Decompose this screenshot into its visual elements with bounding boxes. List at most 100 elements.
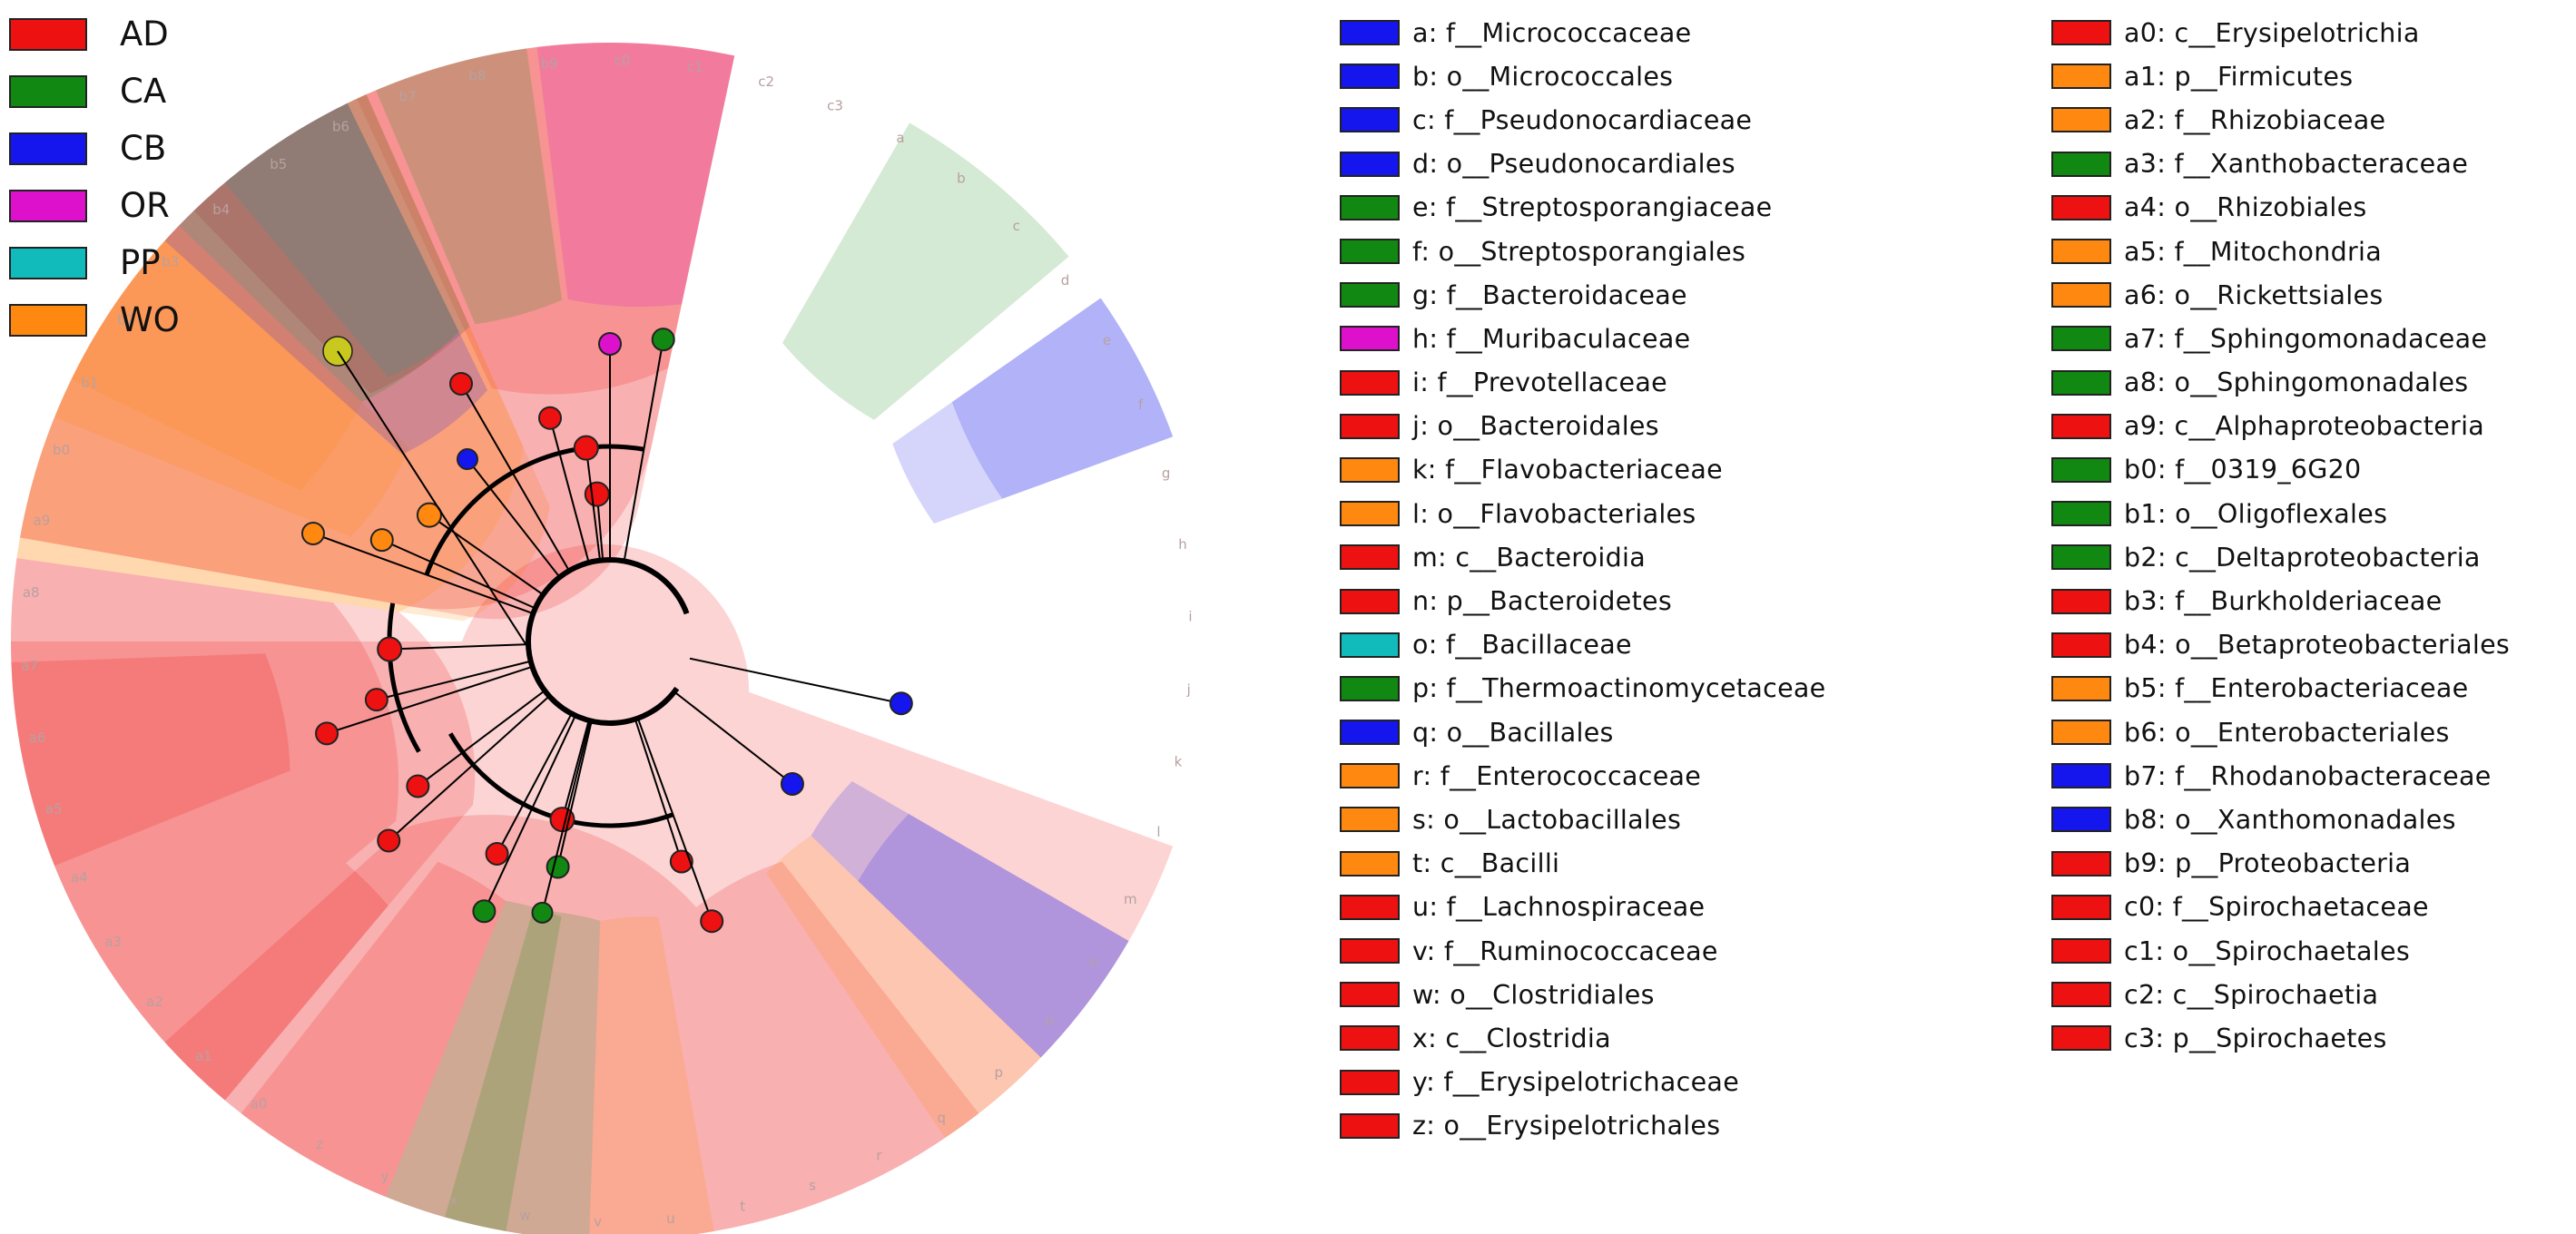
node-w <box>364 688 388 712</box>
taxa-color-swatch <box>1340 938 1400 965</box>
taxa-legend-item-a4: a4: o__Rhizobiales <box>2051 186 2510 230</box>
group-color-swatch <box>9 303 87 337</box>
taxa-color-swatch <box>2051 501 2111 527</box>
taxa-label: p: f__Thermoactinomycetaceae <box>1412 673 1826 704</box>
taxa-color-swatch <box>1340 456 1400 483</box>
sector-letter-e: e <box>1103 332 1111 348</box>
taxa-color-swatch <box>2051 938 2111 965</box>
taxa-label: a5: f__Mitochondria <box>2124 236 2383 267</box>
clade-shade-b6 <box>766 835 1041 1139</box>
taxa-color-swatch <box>1340 850 1400 877</box>
sector-letter-a1: a1 <box>195 1048 212 1064</box>
taxa-legend-item-d: d: o__Pseudonocardiales <box>1340 142 1826 186</box>
taxa-label: c3: p__Spirochaetes <box>2124 1023 2387 1053</box>
branch-b3 <box>636 718 713 922</box>
taxa-label: y: f__Erysipelotrichaceae <box>1412 1067 1740 1098</box>
taxa-label: v: f__Ruminococcaceae <box>1412 935 1718 966</box>
taxa-legend-item-l: l: o__Flavobacteriales <box>1340 492 1826 535</box>
group-legend-item-cb: CB <box>9 120 180 177</box>
clade-shade-b2 <box>385 900 562 1231</box>
clade-shade-a4 <box>241 861 506 1197</box>
taxa-legend-item-b6: b6: o__Enterobacteriales <box>2051 710 2510 754</box>
taxa-legend-item-a3: a3: f__Xanthobacteraceae <box>2051 142 2510 186</box>
clade-shade-t <box>16 94 524 612</box>
branch-g <box>623 338 664 562</box>
taxa-color-swatch <box>1340 632 1400 658</box>
taxa-legend-item-b5: b5: f__Enterobacteriaceae <box>2051 667 2510 710</box>
branch-a4 <box>496 712 573 855</box>
clade-shade-x <box>10 558 476 1101</box>
cladogram: abcdefghijklmnopqrstuvwxyza0a1a2a3a4a5a6… <box>10 42 1193 1234</box>
branch-b4 <box>634 719 683 862</box>
clade-shade-d <box>892 298 1174 524</box>
taxa-legend-item-c1: c1: o__Spirochaetales <box>2051 929 2510 973</box>
taxa-label: l: o__Flavobacteriales <box>1412 498 1696 529</box>
group-color-swatch <box>9 17 87 51</box>
taxa-label: t: c__Bacilli <box>1412 848 1560 879</box>
taxa-label: b1: o__Oligoflexales <box>2124 498 2388 529</box>
branch-m <box>585 447 602 561</box>
taxa-legend-item-w: w: o__Clostridiales <box>1340 973 1826 1016</box>
sector-letter-a9: a9 <box>34 512 51 528</box>
sector-letter-b8: b8 <box>468 67 486 83</box>
taxa-legend-item-c: c: f__Pseudonocardiaceae <box>1340 98 1826 142</box>
taxa-legend-item-j: j: o__Bacteroidales <box>1340 405 1826 448</box>
clade-shade-s <box>54 225 409 537</box>
clade-shade-b8 <box>811 781 1129 1058</box>
taxa-color-swatch <box>2051 194 2111 220</box>
taxa-legend-item-a0: a0: c__Erysipelotrichia <box>2051 11 2510 54</box>
taxa-label: c2: c__Spirochaetia <box>2124 979 2379 1010</box>
taxa-color-swatch <box>1340 239 1400 265</box>
taxa-legend-item-u: u: f__Lachnospiraceae <box>1340 886 1826 929</box>
root-ring-arc <box>526 557 690 726</box>
taxa-label: c: f__Pseudonocardiaceae <box>1412 104 1753 135</box>
branch-root <box>337 350 530 650</box>
taxa-legend-item-a9: a9: c__Alphaproteobacteria <box>2051 405 2510 448</box>
sector-letter-r: r <box>876 1148 882 1164</box>
sector-letter-a6: a6 <box>29 730 46 746</box>
node-a <box>889 691 913 716</box>
taxa-legend-item-b8: b8: o__Xanthomonadales <box>2051 798 2510 841</box>
group-label: AD <box>120 15 169 54</box>
taxa-color-swatch <box>1340 20 1400 46</box>
taxa-legend-item-z: z: o__Erysipelotrichales <box>1340 1104 1826 1148</box>
branch-t <box>428 514 544 596</box>
clade-shade-w <box>10 558 399 1027</box>
taxa-label: a1: p__Firmicutes <box>2124 61 2354 92</box>
node-r <box>300 521 325 545</box>
sector-letter-b7: b7 <box>398 89 416 105</box>
node-h <box>598 332 622 356</box>
clade-shade-i <box>193 94 470 394</box>
sector-letter-v: v <box>594 1213 602 1229</box>
branch-w <box>376 660 531 701</box>
taxa-legend-item-a: a: f__Micrococcaceae <box>1340 11 1826 54</box>
taxa-color-swatch <box>1340 1112 1400 1139</box>
taxa-legend-column-2: a0: c__Erysipelotrichia a1: p__Firmicutes… <box>2051 11 2510 1061</box>
taxa-color-swatch <box>1340 413 1400 439</box>
node-b8 <box>780 771 804 796</box>
taxa-label: b3: f__Burkholderiaceae <box>2124 586 2443 617</box>
taxa-label: a: f__Micrococcaceae <box>1412 17 1692 48</box>
taxa-legend-item-c0: c0: f__Spirochaetaceae <box>2051 886 2510 929</box>
taxa-color-swatch <box>1340 282 1400 308</box>
taxa-legend-item-h: h: f__Muribaculaceae <box>1340 317 1826 360</box>
taxa-legend-item-a7: a7: f__Sphingomonadaceae <box>2051 317 2510 360</box>
node-u <box>315 721 339 746</box>
branch-b8 <box>673 690 793 785</box>
taxa-color-swatch <box>1340 369 1400 396</box>
branch-a3 <box>483 715 576 912</box>
taxa-legend-item-s: s: o__Lactobacillales <box>1340 798 1826 841</box>
group-label: OR <box>120 186 170 225</box>
sector-letter-n: n <box>1089 955 1098 971</box>
taxa-legend-item-m: m: c__Bacteroidia <box>1340 535 1826 579</box>
taxa-legend-item-p: p: f__Thermoactinomycetaceae <box>1340 667 1826 710</box>
clade-shade-g <box>376 48 563 325</box>
clade-shade-r <box>71 225 362 491</box>
taxa-legend-item-k: k: f__Flavobacteriaceae <box>1340 448 1826 492</box>
sector-letter-d: d <box>1061 272 1070 289</box>
taxa-color-swatch <box>2051 720 2111 746</box>
taxa-legend-item-r: r: f__Enterococcaceae <box>1340 754 1826 798</box>
taxa-label: b9: p__Proteobacteria <box>2124 848 2412 879</box>
taxa-label: b0: f__0319_6G20 <box>2124 455 2362 485</box>
sector-letter-a5: a5 <box>45 800 63 817</box>
